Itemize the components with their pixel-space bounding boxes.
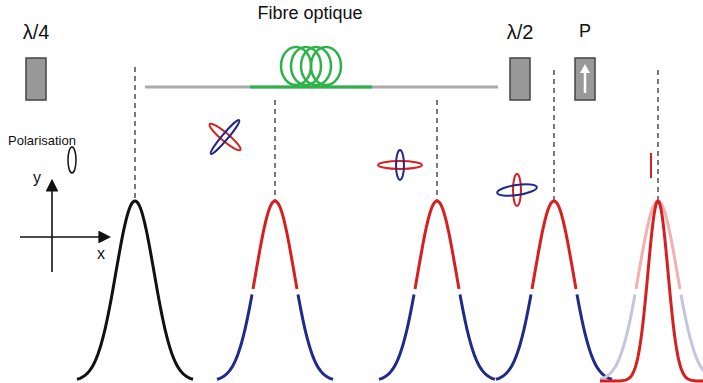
component-label: Fibre optique <box>257 4 362 22</box>
pulse <box>77 201 703 381</box>
component-label: λ/2 <box>507 22 534 42</box>
quarter-wave-plate <box>26 58 46 100</box>
polarisation-state <box>207 118 651 206</box>
x-axis <box>20 236 108 238</box>
fibre-line <box>145 86 498 89</box>
axis-title: Polarisation <box>8 134 76 147</box>
fibre-core <box>250 86 372 89</box>
component-label: λ/4 <box>23 22 50 42</box>
axis-label: y <box>33 170 41 186</box>
component-label: P <box>579 22 591 40</box>
half-wave-plate <box>510 58 530 100</box>
fibre-coil <box>281 47 341 85</box>
y-axis <box>51 182 53 272</box>
polarizer <box>575 58 595 100</box>
axis-label: x <box>97 246 105 262</box>
polarisation-ellipse <box>68 147 76 173</box>
dashed-guide <box>135 67 658 200</box>
